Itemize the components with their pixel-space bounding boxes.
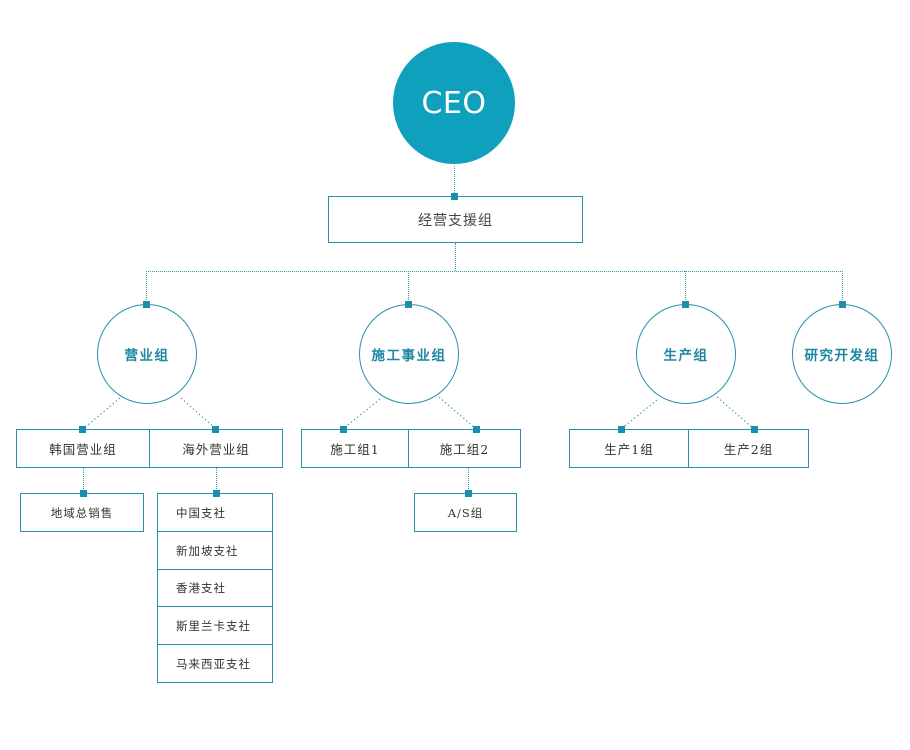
connector-production-group2 (716, 396, 755, 430)
production-department-node: 生产组 (636, 304, 736, 404)
production-group2-node: 生产2组 (688, 429, 809, 468)
rnd-department-label: 研究开发组 (804, 348, 880, 364)
connector-construction-group2 (438, 396, 477, 430)
connector-dot (212, 426, 219, 433)
connector-support-bus (455, 243, 456, 271)
connector-korea-regional (83, 467, 84, 493)
production-group2-label: 生产2组 (723, 442, 774, 457)
connector-overseas-branches (216, 467, 217, 493)
branch-item: 斯里兰卡支社 (157, 606, 273, 645)
connector-dot (143, 301, 150, 308)
connector-bus-construction (408, 271, 409, 304)
connector-dot (451, 193, 458, 200)
construction-group1-node: 施工组1 (301, 429, 409, 468)
branch-label: 新加坡支社 (176, 543, 239, 558)
regional-sales-label: 地域总销售 (50, 505, 114, 520)
regional-sales-node: 地域总销售 (20, 493, 144, 532)
connector-dot (682, 301, 689, 308)
connector-dot (465, 490, 472, 497)
connector-construction-group1 (342, 398, 381, 430)
connector-department-bus (146, 271, 843, 272)
ceo-node: CEO (393, 42, 515, 164)
branch-item: 香港支社 (157, 569, 273, 607)
branch-label: 香港支社 (176, 581, 226, 595)
overseas-sales-label: 海外营业组 (182, 442, 250, 457)
branch-label: 斯里兰卡支社 (176, 618, 251, 633)
connector-bus-rnd (842, 271, 843, 304)
sales-department-node: 营业组 (97, 304, 197, 404)
construction-department-node: 施工事业组 (359, 304, 459, 404)
overseas-sales-node: 海外营业组 (149, 429, 283, 468)
rnd-department-node: 研究开发组 (792, 304, 892, 404)
connector-dot (473, 426, 480, 433)
connector-bus-sales (146, 271, 147, 304)
construction-department-label: 施工事业组 (371, 348, 447, 364)
connector-dot (405, 301, 412, 308)
construction-group2-label: 施工组2 (439, 442, 490, 457)
connector-sales-korea (82, 397, 121, 430)
connector-dot (79, 426, 86, 433)
connector-dot (340, 426, 347, 433)
korea-sales-node: 韩国营业组 (16, 429, 150, 468)
branch-item: 马来西亚支社 (157, 644, 273, 683)
branch-item: 新加坡支社 (157, 531, 273, 570)
sales-department-label: 营业组 (124, 348, 170, 364)
connector-dot (80, 490, 87, 497)
branch-item: 中国支社 (157, 493, 273, 532)
korea-sales-label: 韩国营业组 (49, 442, 117, 457)
connector-production-group1 (620, 399, 658, 430)
connector-bus-production (685, 271, 686, 304)
as-group-label: A/S组 (447, 505, 484, 520)
connector-dot (213, 490, 220, 497)
branch-label: 马来西亚支社 (176, 656, 251, 671)
connector-sales-overseas (180, 397, 217, 430)
production-group1-label: 生产1组 (604, 442, 654, 457)
ceo-label: CEO (421, 85, 487, 121)
connector-dot (751, 426, 758, 433)
support-label: 经营支援组 (418, 212, 493, 229)
as-group-node: A/S组 (414, 493, 517, 532)
production-department-label: 生产组 (663, 348, 709, 364)
construction-group1-label: 施工组1 (330, 442, 380, 457)
connector-group2-as (468, 467, 469, 493)
connector-ceo-support (454, 166, 455, 197)
connector-dot (839, 301, 846, 308)
support-node: 经营支援组 (328, 196, 583, 243)
branch-label: 中国支社 (176, 505, 226, 520)
construction-group2-node: 施工组2 (408, 429, 521, 468)
connector-dot (618, 426, 625, 433)
production-group1-node: 生产1组 (569, 429, 689, 468)
